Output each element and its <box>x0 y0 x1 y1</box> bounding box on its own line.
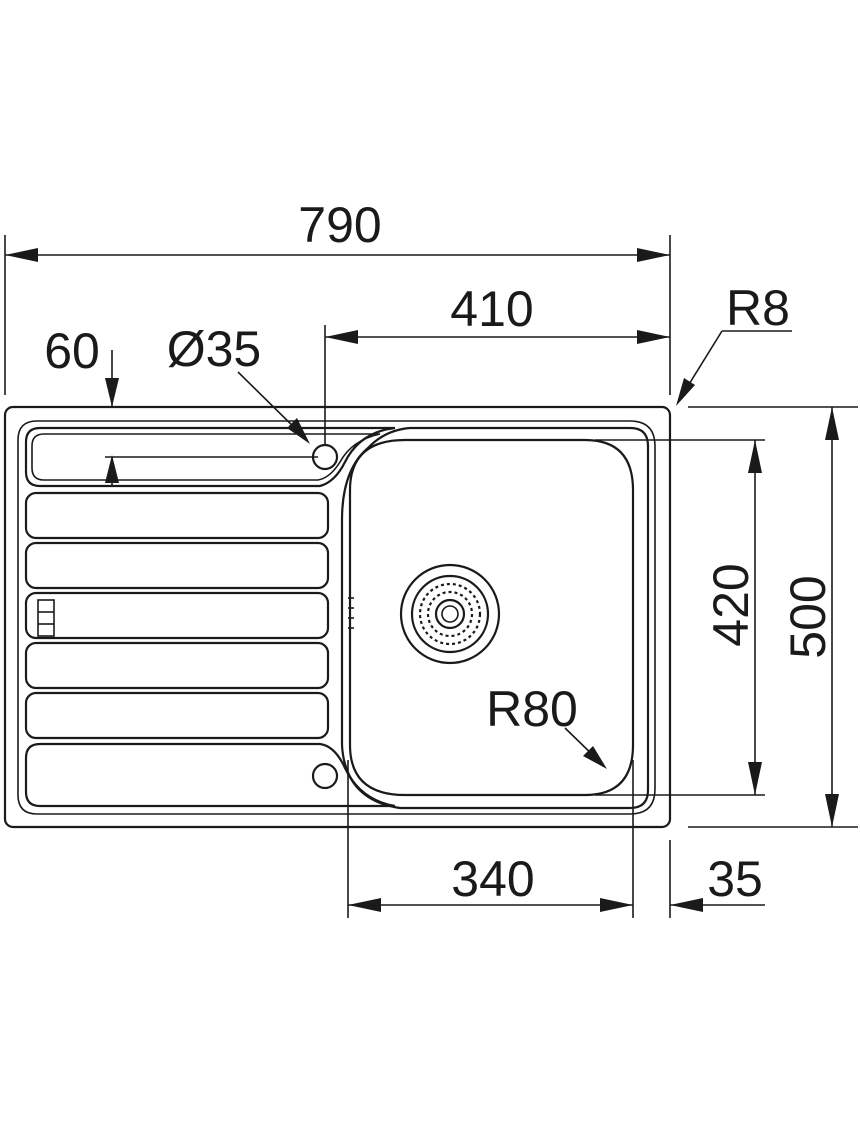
dimension-overall-width: 790 <box>4 197 671 395</box>
dim-label-bowl-corner-radius: R80 <box>486 681 578 737</box>
bowl-overflow <box>348 597 354 629</box>
sink-inner-rim <box>17 420 656 815</box>
dimension-bowl-width: 340 <box>347 760 634 918</box>
sink-body <box>3 405 672 829</box>
drainer-rib <box>24 591 330 640</box>
dim-label-tap-hole: Ø35 <box>167 321 262 377</box>
dimension-overall-depth: 500 <box>688 406 858 828</box>
dim-label-bowl-width: 340 <box>451 851 534 907</box>
drainer-board <box>24 426 396 808</box>
dimension-corner-radius: R8 <box>676 280 792 406</box>
drainer-rib <box>24 691 330 740</box>
dimension-tap-hole: Ø35 <box>167 321 310 444</box>
drainer-rib <box>24 491 330 540</box>
bowl-outer <box>340 426 650 810</box>
dim-label-bowl-depth: 420 <box>703 563 759 646</box>
dim-label-overall-width: 790 <box>298 197 381 253</box>
dimension-bowl-corner-radius: R80 <box>486 681 607 769</box>
dimension-edge-margin: 35 <box>669 840 765 918</box>
sink-outer-rim <box>3 405 672 829</box>
drainer-hole <box>311 762 339 790</box>
overflow-slot <box>37 599 55 637</box>
dimension-bowl-offset: 410 <box>324 281 670 445</box>
dim-label-overall-depth: 500 <box>780 575 836 658</box>
dim-label-corner-radius: R8 <box>726 280 790 336</box>
drainer-top-panel-inner <box>31 433 381 481</box>
drainer-rib <box>24 541 330 590</box>
dim-label-drainer-rib: 60 <box>44 323 100 379</box>
dim-label-bowl-offset: 410 <box>450 281 533 337</box>
dimension-drainer-rib: 60 <box>44 323 318 486</box>
dimension-bowl-depth: 420 <box>595 439 765 796</box>
sink-bowl <box>340 426 650 810</box>
dim-label-edge-margin: 35 <box>707 851 763 907</box>
drain-strainer-icon <box>399 563 501 665</box>
drainer-rib <box>24 641 330 690</box>
drainer-bottom-panel <box>24 742 396 808</box>
bowl-inner <box>348 438 635 797</box>
